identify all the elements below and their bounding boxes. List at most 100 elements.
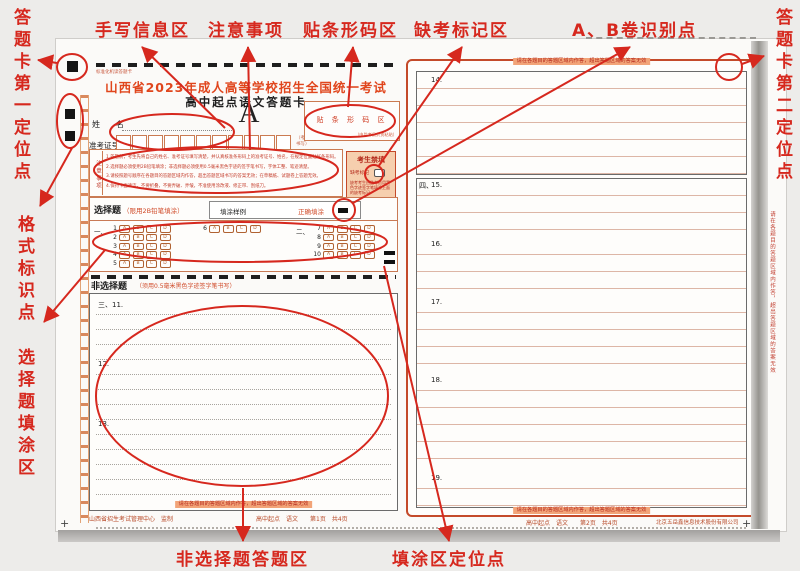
ruled-line: [96, 390, 391, 405]
item-number: 17.: [431, 298, 443, 306]
items-15-19-box: 四、15.16.17.18.19.: [416, 178, 747, 508]
footer-maker: 山西省招生考试管理中心 监制: [89, 516, 174, 523]
question-number: 4: [113, 251, 117, 259]
format-mark-square: [65, 131, 75, 141]
answer-bubble-B: B: [336, 233, 348, 242]
choice-title: 选择题: [94, 206, 122, 216]
item-number: 18.: [431, 376, 443, 384]
nonchoice-title: 非选择题: [91, 282, 128, 292]
nonchoice-item-11.: 三、11.: [96, 300, 391, 360]
first-positioning-square: [67, 61, 78, 72]
answer-bubble-C: C: [350, 233, 361, 242]
right-panel-item-16.: 16.: [417, 237, 746, 296]
ruled-line: [96, 315, 391, 330]
label-ab-paper-point: A、B卷识别点: [572, 21, 698, 41]
answer-bubble-A: A: [323, 242, 334, 251]
answer-bubble-A: A: [119, 242, 130, 251]
fill-area-position-mark: [384, 260, 395, 264]
nonchoice-answer-box: 三、11.12. 13. 请在各题目的答题区域内作答，超出答题区域的答案无效: [89, 293, 398, 511]
nonchoice-items: 三、11.12. 13.: [96, 300, 391, 495]
item-number: 14.: [431, 76, 443, 84]
item-number: 12.: [98, 360, 110, 368]
answer-bubble-C: C: [146, 260, 157, 268]
footer-company: 北京五岳鑫信息技术股份有限公司: [656, 520, 739, 526]
ruled-line: [96, 435, 391, 450]
answer-bubble-B: B: [336, 242, 348, 251]
forbidden-box-title: 考生禁填: [357, 156, 385, 164]
answer-bubble-A: A: [119, 260, 130, 268]
nonchoice-subtitle: （须用0.5毫米黑色字迹签字笔书写）: [136, 283, 236, 290]
perforation-bottom: [96, 527, 746, 529]
question-number: 2: [113, 233, 117, 241]
answer-bubble-D: D: [363, 225, 375, 233]
item-14-box: 14.: [416, 71, 747, 175]
nonchoice-item-12.: 12.: [96, 360, 391, 420]
ruled-line: [96, 360, 391, 375]
group-two-label: 二、: [296, 228, 309, 236]
answer-bubble-D: D: [159, 251, 171, 259]
absent-mark-bracket: [374, 169, 385, 177]
label-barcode-area: 贴条形码区: [303, 21, 398, 41]
notice-text: 1.答题前，考生先将自己的姓名、准考证号填写清楚，并认真核准条形码上的准考证号、…: [106, 153, 338, 191]
answer-bubble-B: B: [336, 225, 348, 233]
format-mark-square: [65, 109, 75, 119]
label-first-position-point: 答题卡第一定位点: [10, 8, 30, 184]
sheet-drop-shadow: [58, 530, 780, 542]
question-number: 3: [113, 242, 117, 250]
answer-bubble-B: B: [132, 233, 144, 242]
notice-line: 2.选择题必须使用2B铅笔填涂；非选择题必须使用0.5毫米黑色字迹的签字笔书写，…: [106, 164, 312, 170]
item-number: 15.: [431, 181, 443, 189]
answer-bubble-B: B: [132, 225, 144, 233]
answer-bubble-C: C: [146, 225, 157, 233]
ruled-line: [96, 420, 391, 435]
answer-bubble-A: A: [323, 225, 334, 233]
perforation-top: [586, 37, 756, 39]
answer-bubble-D: D: [159, 260, 171, 268]
name-label: 姓 名: [92, 120, 128, 129]
registration-cross: +: [742, 517, 752, 530]
ruled-line: [96, 405, 391, 420]
answer-bubble-C: C: [350, 242, 361, 251]
ruled-line: [96, 465, 391, 480]
label-choice-fill-area: 选择题填涂区: [14, 348, 34, 480]
fill-area-position-mark: [384, 251, 395, 255]
paper-type-letter: A: [238, 97, 260, 129]
correct-fill-label: 正确填涂: [298, 208, 324, 216]
answer-bubble-B: B: [132, 242, 144, 251]
item-number: 19.: [431, 473, 443, 482]
label-handwrite-area: 手写信息区: [95, 21, 190, 41]
fill-sample-box: 填涂样例 正确填涂: [209, 201, 361, 219]
item-number: 13.: [98, 420, 110, 428]
notice-line: 4.保持卡面清洁，不要折叠，不要弄破、弄皱，不准使用涂改液、修正带、刮纸刀。: [106, 183, 269, 189]
answer-bubble-B: B: [222, 225, 234, 233]
answer-bubble-B: B: [336, 251, 348, 259]
ruled-line: [96, 480, 391, 495]
ruled-line: [96, 450, 391, 465]
right-answer-panel: 请在各题目的答题区域内作答，超出答题区域的答案无效 14. 四、15.16.17…: [406, 58, 757, 517]
ab-identification-block: [338, 208, 348, 213]
answer-bubble-A: A: [119, 233, 130, 242]
answer-bubble-C: C: [350, 251, 361, 259]
sheet-crease-shadow: [751, 41, 768, 529]
ruled-line: [96, 330, 391, 345]
answer-bubble-B: B: [132, 251, 144, 259]
answer-bubble-C: C: [146, 242, 157, 251]
notice-box: 注意事项 1.答题前，考生先将自己的姓名、准考证号填写清楚，并认真核准条形码上的…: [89, 149, 343, 197]
question-number: 7: [317, 225, 321, 232]
label-fill-position-point: 填涂区定位点: [392, 550, 506, 570]
answer-bubble-C: C: [350, 225, 361, 233]
nonchoice-item-13.: 13.: [96, 420, 391, 495]
answer-bubble-A: A: [119, 251, 130, 259]
label-absent-mark-area: 缺考标记区: [414, 21, 509, 41]
right-panel-item-17.: 17.: [417, 296, 746, 374]
answer-bubble-D: D: [363, 233, 375, 242]
answer-bubble-D: D: [159, 225, 171, 233]
area-note-band: 请在各题目的答题区域内作答，超出答题区域的答案无效: [174, 501, 313, 508]
label-second-position-point: 答题卡第二定位点: [772, 8, 792, 184]
